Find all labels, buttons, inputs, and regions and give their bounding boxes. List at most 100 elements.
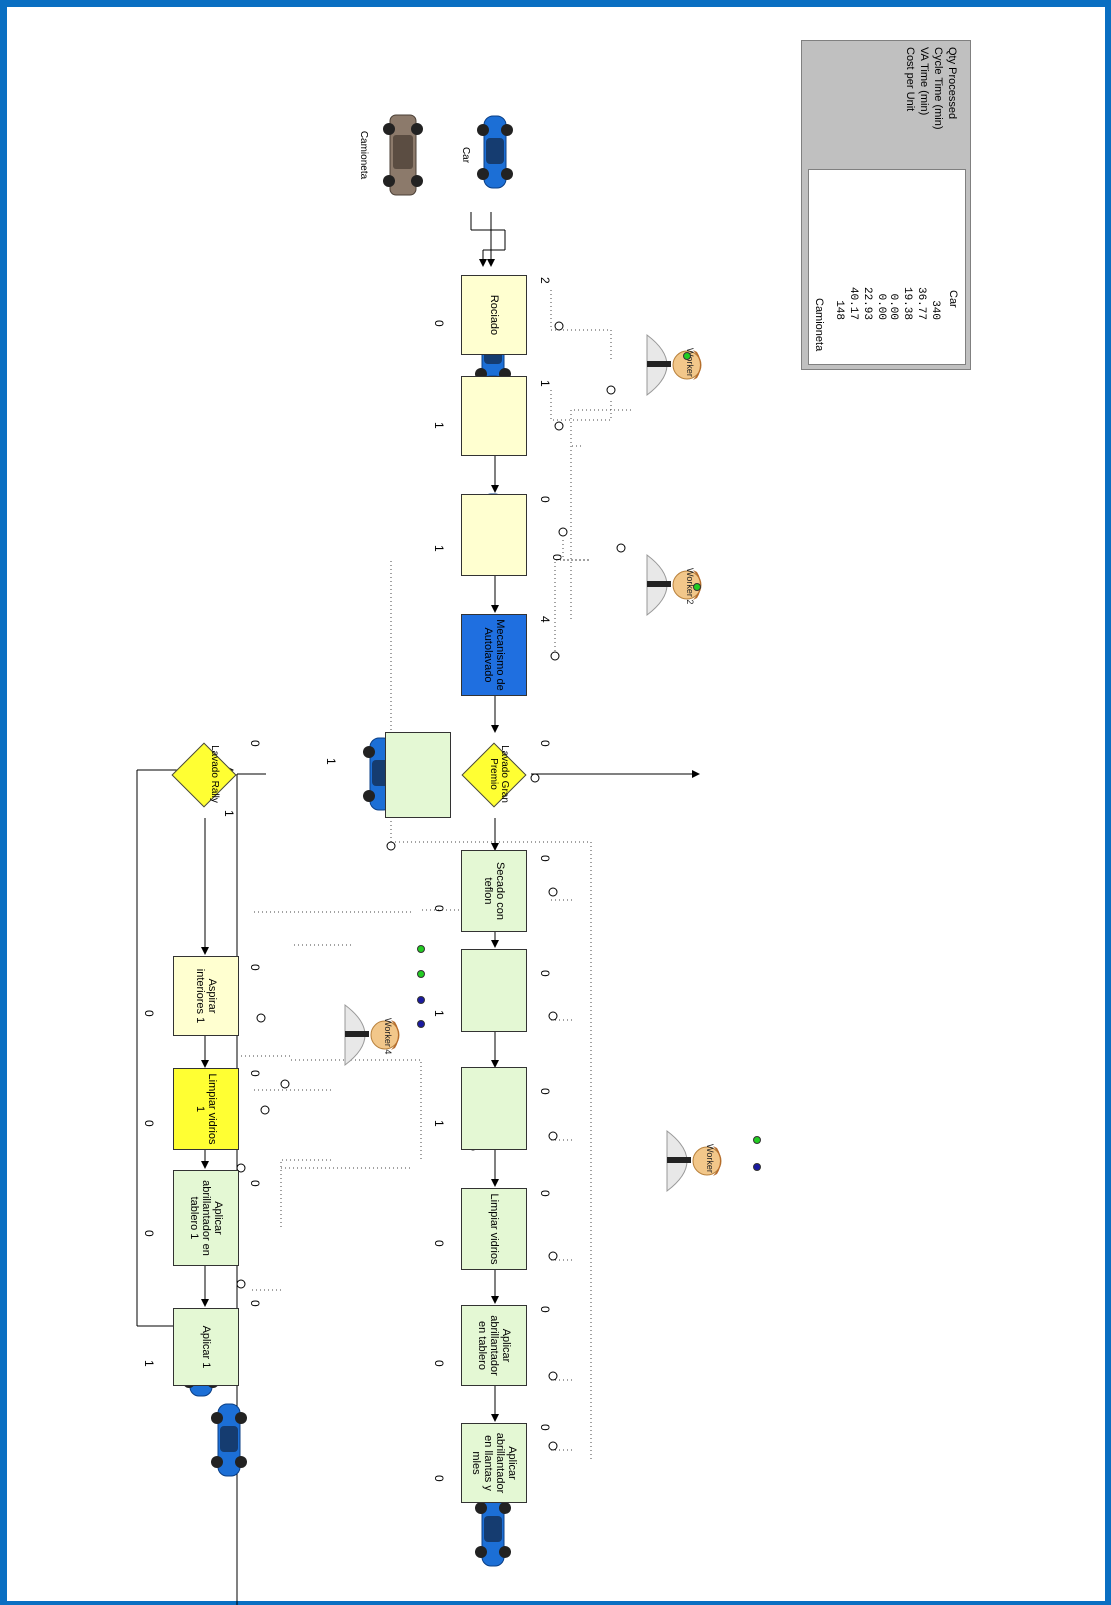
queue-count-act3: 0 <box>539 496 551 503</box>
status-dot-green <box>683 352 691 360</box>
activity-ma[interactable] <box>461 949 527 1032</box>
stats-row-label: Cost per Unit <box>904 47 916 167</box>
stats-cell: 340 <box>929 270 941 320</box>
activity-aplicar-tablero[interactable]: Aplicar abrillantador en tablero <box>461 1305 527 1386</box>
stats-cell: 19.38 <box>901 270 913 320</box>
worker-icon <box>647 1126 727 1196</box>
count-aplicar-tablero: 0 <box>433 1360 445 1367</box>
stats-cell: 22.93 <box>861 270 873 320</box>
source-label-camioneta: Camioneta <box>358 125 369 185</box>
activity-secado-con-teflon[interactable]: Secado con teflon <box>461 850 527 932</box>
worker-icon <box>325 1000 405 1070</box>
activity-label: Aplicar abrillantador en tablero <box>476 1309 512 1382</box>
stats-row-label: VA Time (min) <box>918 47 930 167</box>
queue-count-w2: 0 <box>551 554 563 561</box>
activity-mb[interactable] <box>461 1067 527 1150</box>
worker-3[interactable]: Worker <box>642 1126 727 1196</box>
activity-label: Aplicar abrillantador en llantas y mles <box>470 1427 518 1499</box>
status-dot-blue <box>417 1020 425 1028</box>
stats-cell: 148 <box>833 270 845 320</box>
queue-count-buffer: 1 <box>223 810 235 817</box>
count-act3: 1 <box>433 545 445 552</box>
worker-label: Worker <box>705 1144 715 1173</box>
count-buffer: 1 <box>325 758 337 765</box>
stats-cell: 40.17 <box>847 270 859 320</box>
stats-col-header: Car <box>947 290 959 308</box>
activity-label: Aplicar 1 <box>200 1326 212 1369</box>
van-sprite-source <box>383 115 423 195</box>
activity-3[interactable] <box>461 494 527 576</box>
queue-count-w1: 1 <box>539 380 551 387</box>
count-aspirar: 0 <box>143 1010 155 1017</box>
activity-rociado[interactable]: Rociado <box>461 275 527 355</box>
queue-count-aplicar-tab1: 0 <box>249 1180 261 1187</box>
queue-count-aplicar-ll: 0 <box>539 1424 551 1431</box>
count-aplicar1: 1 <box>143 1360 155 1367</box>
activity-label: Rociado <box>488 295 500 335</box>
activity-aplicar-1[interactable]: Aplicar 1 <box>173 1308 239 1386</box>
stats-cell: 36.77 <box>915 270 927 320</box>
status-dot-blue <box>417 996 425 1004</box>
queue-count-aspirar: 0 <box>249 964 261 971</box>
queue-count-limpiar: 0 <box>539 1190 551 1197</box>
count-aplicar-llantas: 0 <box>433 1475 445 1482</box>
stats-table: Car Camioneta 340 36.77 19.38 0.00 148 4… <box>808 169 966 365</box>
count-gran-premio: 0 <box>539 740 551 747</box>
activity-buffer[interactable] <box>385 732 451 818</box>
car-sprite-source <box>477 116 513 188</box>
worker-4[interactable]: Worker 4 <box>320 1000 405 1070</box>
queue-count-aplicar-tab: 0 <box>539 1306 551 1313</box>
count-limpiar1: 0 <box>143 1120 155 1127</box>
car-sprite-end <box>475 1494 511 1566</box>
worker-1[interactable]: Worker <box>622 330 707 400</box>
status-dot-green <box>417 945 425 953</box>
activity-aplicar-tablero-1[interactable]: Aplicar abrillantador en tablero 1 <box>173 1170 239 1266</box>
status-dot-green <box>753 1136 761 1144</box>
status-dot-green <box>417 970 425 978</box>
count-secado: 0 <box>433 905 445 912</box>
count-mb: 1 <box>433 1120 445 1127</box>
activity-label: Aspirar interiores 1 <box>194 960 218 1032</box>
stats-col-header: Camioneta <box>813 298 825 351</box>
decision-lavado-rally[interactable]: Lavado Rally <box>170 739 240 809</box>
status-dot-blue <box>753 1163 761 1171</box>
car-sprite-exit <box>211 1404 247 1476</box>
queue-count-rociado: 2 <box>539 277 551 284</box>
count-act2: 1 <box>433 422 445 429</box>
activity-label: Limpiar vidrios <box>488 1194 500 1265</box>
activity-aspirar-interiores-1[interactable]: Aspirar interiores 1 <box>173 956 239 1036</box>
count-limpiar: 0 <box>433 1240 445 1247</box>
decision-label: Lavado Gran Premio <box>488 739 510 809</box>
source-label-car: Car <box>460 140 471 170</box>
activity-mecanismo-autolavado[interactable]: Mecanismo de Autolavado <box>461 614 527 696</box>
decision-lavado-gran-premio[interactable]: Lavado Gran Premio <box>460 739 530 809</box>
activity-limpiar-vidrios-1[interactable]: Limpiar vidrios 1 <box>173 1068 239 1150</box>
queue-count-ma: 0 <box>539 970 551 977</box>
activity-2[interactable] <box>461 376 527 456</box>
status-dot-green <box>693 583 701 591</box>
activity-limpiar-vidrios[interactable]: Limpiar vidrios <box>461 1188 527 1270</box>
count-ma: 1 <box>433 1010 445 1017</box>
queue-count-limpiar1: 0 <box>249 1070 261 1077</box>
queue-count-aplicar1: 0 <box>249 1300 261 1307</box>
count-aplicar-tablero1: 0 <box>143 1230 155 1237</box>
stats-row-label: Cycle Time (min) <box>932 47 944 167</box>
decision-label: Lavado Rally <box>209 739 220 809</box>
activity-label: Mecanismo de Autolavado <box>482 618 506 692</box>
queue-count-mb: 0 <box>539 1088 551 1095</box>
activity-label: Secado con teflon <box>482 854 506 928</box>
stats-row-label: Qty Processed <box>946 47 958 167</box>
count-rally: 0 <box>249 740 261 747</box>
stats-panel: Qty Processed Cycle Time (min) VA Time (… <box>801 40 971 370</box>
diamond-shape <box>171 742 236 807</box>
worker-label: Worker 4 <box>383 1018 393 1054</box>
stats-cell: 0.00 <box>875 270 887 320</box>
activity-label: Aplicar abrillantador en tablero 1 <box>188 1174 224 1262</box>
activity-aplicar-llantas[interactable]: Aplicar abrillantador en llantas y mles <box>461 1423 527 1503</box>
queue-count-mecanismo: 4 <box>539 616 551 623</box>
stats-cell: 0.00 <box>887 270 899 320</box>
count-rociado: 0 <box>433 320 445 327</box>
worker-icon <box>627 330 707 400</box>
